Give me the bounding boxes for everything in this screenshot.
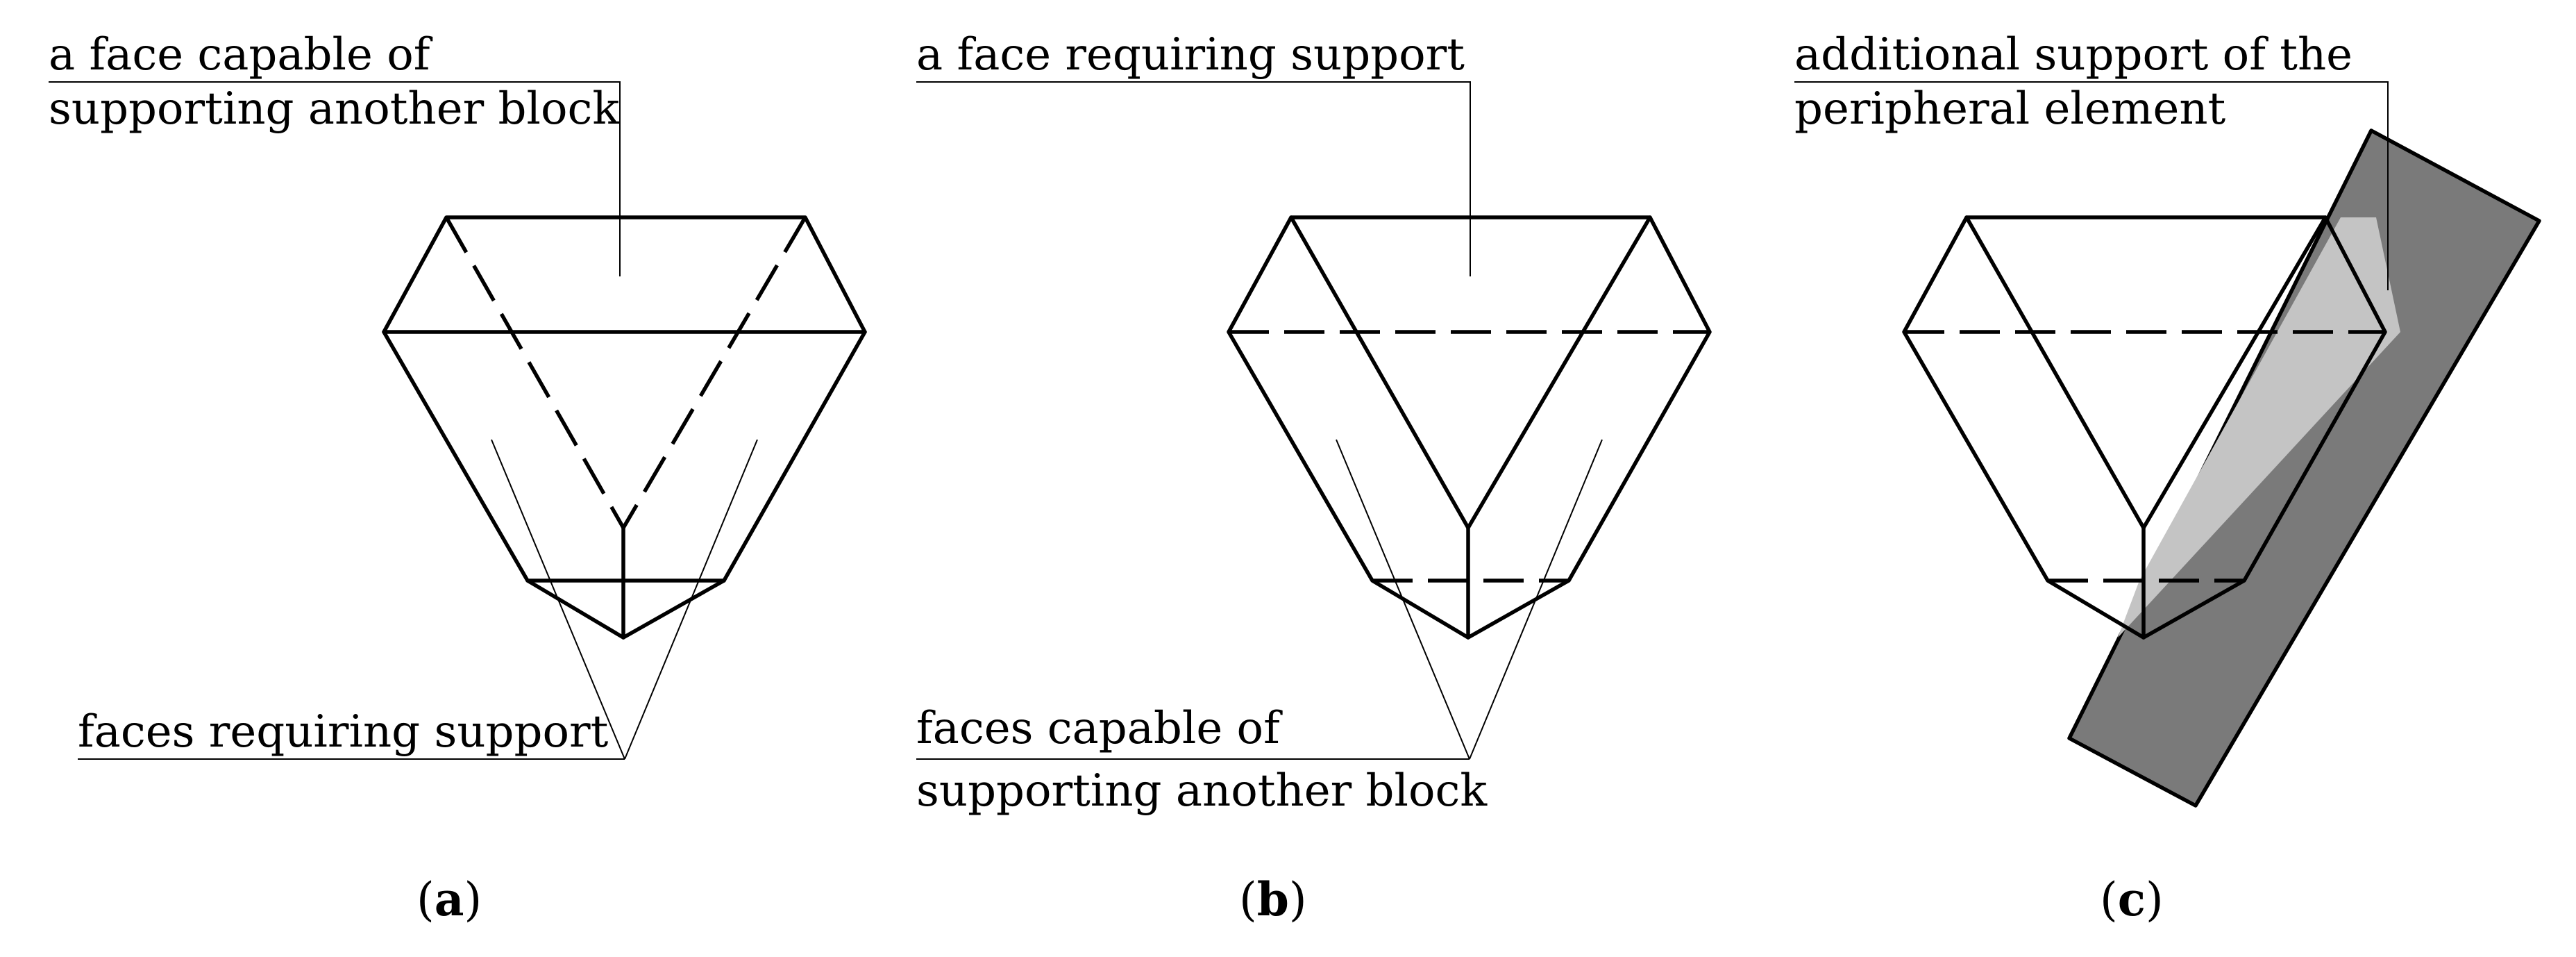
panel-b-bottom-leader-left xyxy=(1336,439,1470,760)
panel-a: a face capable of supporting another blo… xyxy=(49,29,867,926)
panel-b-face-edge-left xyxy=(1289,215,1470,530)
panel-c: additional support of the peripheral ele… xyxy=(1794,29,2541,926)
panel-c-face-edge-left xyxy=(1964,215,2146,530)
panel-a-hidden-edge-left xyxy=(444,216,625,529)
panel-b-top-leader xyxy=(916,81,1471,276)
panel-a-block xyxy=(382,215,867,640)
panel-c-top-label-line-1: additional support of the xyxy=(1794,29,2352,81)
panel-b-bottom-leader-right xyxy=(1469,439,1603,760)
panel-b: a face requiring support faces capable o… xyxy=(916,29,1712,926)
panel-a-top-label-line-1: a face capable of xyxy=(49,29,433,81)
panel-c-top-leader xyxy=(1794,81,2389,290)
panel-b-block-outline xyxy=(1227,215,1712,640)
panel-a-top-label-line-2: supporting another block xyxy=(49,83,620,135)
panel-b-bottom-label-line-1: faces capable of xyxy=(916,703,1283,754)
panel-c-face-edge-right xyxy=(2141,215,2327,530)
panel-a-bottom-label: faces requiring support xyxy=(78,706,609,758)
panel-a-hidden-edge-right xyxy=(621,216,807,529)
panel-a-block-outline xyxy=(382,215,867,640)
panel-a-bottom-leader-right xyxy=(624,439,758,760)
panel-c-peripheral-support xyxy=(2067,128,2541,808)
panel-c-block xyxy=(1902,215,2387,640)
panel-b-block xyxy=(1227,215,1712,640)
panel-b-face-edge-right xyxy=(1466,215,1652,530)
panel-a-top-leader xyxy=(49,81,621,276)
panel-c-block-outline xyxy=(1902,215,2387,640)
panel-a-bottom-leader-left xyxy=(491,439,625,760)
panel-b-caption: (b) xyxy=(1239,872,1307,926)
panel-c-top-label-line-2: peripheral element xyxy=(1794,83,2226,135)
panel-a-caption: (a) xyxy=(416,872,482,926)
panel-b-bottom-label-line-2: supporting another block xyxy=(916,765,1488,817)
panel-c-additional-support xyxy=(2118,217,2400,638)
panel-c-caption: (c) xyxy=(2100,872,2164,926)
panel-b-top-label: a face requiring support xyxy=(916,29,1465,81)
